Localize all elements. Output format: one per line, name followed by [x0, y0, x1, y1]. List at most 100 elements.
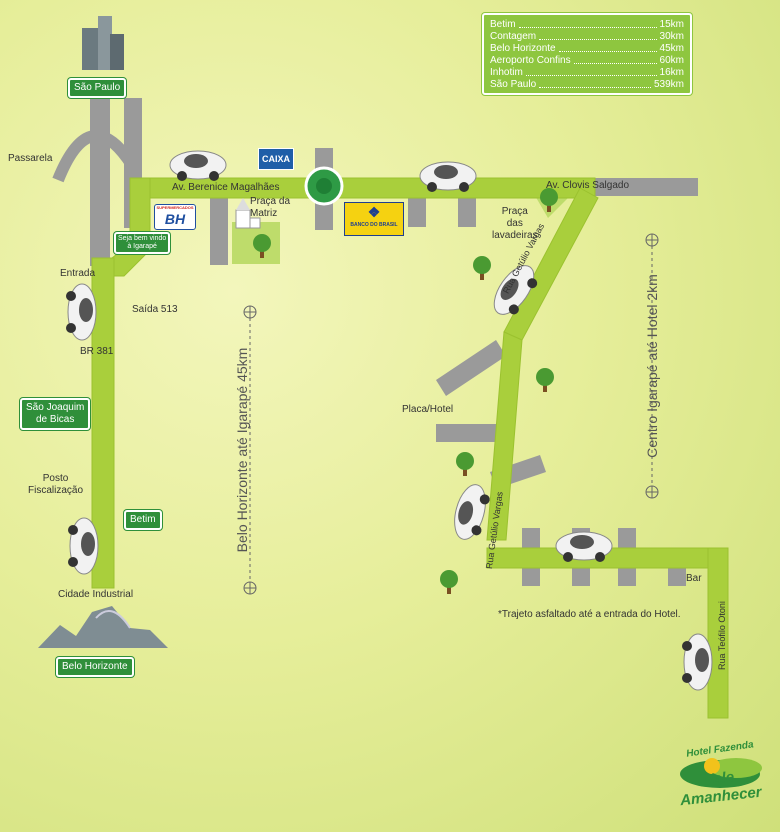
sign-welcome: Seja bem vindo à Igarapé [114, 232, 171, 254]
side-street [572, 566, 590, 586]
distance-km: 45km [659, 43, 684, 54]
label-praca-lavadeiras-line1: Praça [501, 206, 528, 217]
sign-sao-paulo: São Paulo [68, 78, 127, 98]
tree-icon [473, 256, 491, 280]
side-street [618, 528, 636, 550]
tree-icon [253, 234, 271, 258]
bh-logo-top: SUPERMERCADOS [156, 205, 194, 210]
label-saida: Saída 513 [132, 304, 178, 315]
label-posto-line1: Posto [42, 473, 69, 484]
roundabout-center [316, 178, 332, 194]
tree-icon [440, 570, 458, 594]
car-icon [66, 283, 97, 341]
label-posto: Posto Fiscalização [28, 473, 83, 497]
distance-row: Betim 15km [490, 19, 684, 31]
distance-km: 539km [653, 79, 684, 90]
bh-logo-text: BH [164, 211, 186, 227]
tree-icon [456, 452, 474, 476]
label-praca-lavadeiras-line3: lavadeiras [492, 230, 538, 241]
car-icon [682, 633, 713, 691]
route-br381 [91, 257, 115, 589]
distance-place: Betim [490, 19, 516, 30]
side-street [458, 195, 476, 227]
label-bh-distance: Belo Horizonte até Igarapé 45km [234, 347, 250, 553]
highway-lane-left [90, 98, 110, 266]
banco-brasil-logo: ❖ BANCO DO BRASIL [344, 202, 404, 236]
route-note: *Trajeto asfaltado até a entrada do Hote… [498, 609, 681, 620]
label-br381: BR 381 [80, 346, 114, 357]
tree-icon [536, 368, 554, 392]
distance-place: Belo Horizonte [490, 43, 556, 54]
sign-welcome-line2: à Igarapé [127, 243, 157, 250]
distance-place: Contagem [490, 31, 537, 42]
label-av-berenice: Av. Berenice Magalhães [172, 182, 280, 193]
distance-km: 30km [659, 31, 684, 42]
side-street [436, 340, 506, 396]
label-praca-matriz: Praça da Matriz [250, 196, 290, 220]
distance-row: Inhotim 16km [490, 67, 684, 79]
banco-brasil-icon: ❖ [367, 204, 381, 220]
side-street [436, 424, 502, 442]
sign-sao-joaquim-line2: de Bicas [36, 414, 75, 425]
label-av-clovis: Av. Clovis Salgado [546, 180, 630, 191]
car-icon [454, 484, 490, 540]
distance-place: Inhotim [490, 67, 523, 78]
distance-place: São Paulo [490, 79, 537, 90]
distance-km: 60km [659, 55, 684, 66]
distance-place: Aeroporto Confins [490, 55, 571, 66]
label-cidade-industrial: Cidade Industrial [58, 589, 134, 600]
sign-belo-horizonte: Belo Horizonte [56, 657, 134, 677]
car-icon [555, 531, 613, 562]
label-entrada: Entrada [60, 268, 96, 279]
label-placa-hotel: Placa/Hotel [402, 404, 454, 415]
route-teofilo [707, 547, 729, 719]
label-posto-line2: Fiscalização [28, 485, 84, 496]
side-street [618, 566, 636, 586]
distance-row: Belo Horizonte 45km [490, 43, 684, 55]
distance-km: 16km [659, 67, 684, 78]
supermercados-bh-logo: SUPERMERCADOS BH [154, 204, 196, 230]
route [91, 177, 729, 719]
side-street [592, 178, 698, 196]
label-praca-matriz-line1: Praça da [250, 196, 291, 207]
cars [66, 150, 713, 691]
side-street [522, 566, 540, 586]
distance-row: Contagem 30km [490, 31, 684, 43]
label-bar: Bar [686, 573, 702, 584]
car-icon [493, 265, 538, 315]
distance-table: Betim 15km Contagem 30km Belo Horizonte 45k… [482, 13, 692, 95]
sign-betim: Betim [124, 510, 162, 530]
side-street [522, 528, 540, 550]
sao-paulo-skyline-icon [82, 16, 124, 70]
label-praca-lavadeiras-line2: das [506, 218, 523, 229]
sign-sao-joaquim: São Joaquim de Bicas [20, 398, 91, 430]
sign-welcome-line1: Seja bem vindo [118, 235, 167, 242]
hotel-logo-icon [680, 758, 762, 788]
trees [253, 188, 558, 594]
side-street [408, 195, 426, 227]
label-praca-matriz-line2: Matriz [250, 208, 278, 219]
distance-guides [243, 233, 659, 595]
caixa-logo: CAIXA [258, 148, 294, 170]
label-praca-lavadeiras: Praça das lavadeiras [492, 206, 538, 242]
label-passarela: Passarela [8, 153, 53, 164]
tree-icon [540, 188, 558, 212]
belo-horizonte-skyline-icon [38, 606, 168, 648]
hotel-logo: Hotel Fazenda Vale Amanhecer [664, 739, 776, 809]
car-icon [419, 161, 477, 192]
sign-sao-joaquim-line1: São Joaquim [26, 402, 85, 413]
car-icon [169, 150, 227, 181]
banco-brasil-text: BANCO DO BRASIL [350, 222, 398, 228]
route-connector [129, 177, 151, 241]
distance-row: Aeroporto Confins 60km [490, 55, 684, 67]
route-getulio-lower [486, 331, 523, 541]
distance-row: São Paulo 539km [490, 79, 684, 91]
distance-km: 15km [659, 19, 684, 30]
church-icon [235, 198, 261, 229]
label-rua-teofilo: Rua Teófilo Otoni [717, 601, 727, 670]
label-centro-distance: Centro Igarapé até Hotel 2km [644, 274, 660, 458]
passarela-bridge [52, 130, 138, 183]
car-icon [68, 517, 99, 575]
